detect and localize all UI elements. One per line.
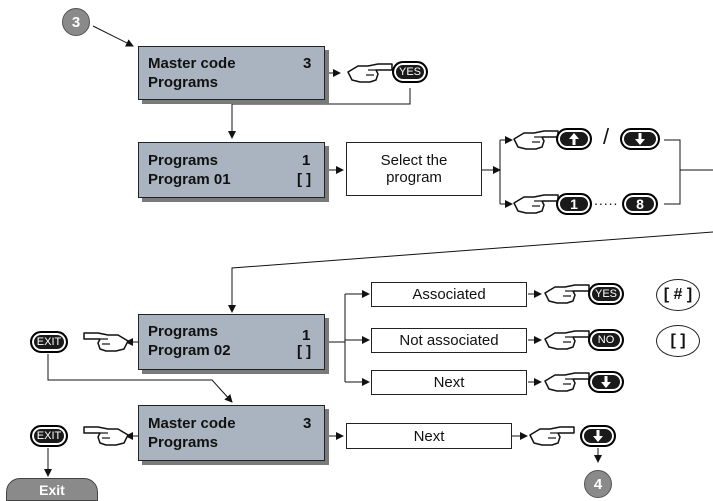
range-dots: ..... [594, 192, 619, 208]
exit-key[interactable]: EXIT [30, 331, 68, 353]
step-3-badge: 3 [62, 8, 90, 36]
lcd-association-flag: [ ] [297, 171, 312, 188]
lcd-line-1: Master code [148, 55, 236, 72]
next-option-box-2: Next [346, 423, 512, 449]
hand-icon [513, 194, 559, 214]
hand-icon [513, 130, 559, 150]
down-arrow-key[interactable] [620, 128, 660, 150]
associated-label: Associated [412, 286, 486, 303]
lcd-line-1: Programs [148, 152, 219, 169]
lcd-value: 3 [303, 415, 312, 432]
lcd-display-master-code: Master code Programs 3 [138, 46, 325, 100]
lcd-display-program-01: Programs Program 01 1 [ ] [138, 142, 325, 198]
associated-option-box: Associated [371, 282, 527, 307]
lcd-line-2: Programs [148, 74, 219, 91]
lcd-association-flag: [ ] [297, 343, 312, 360]
lcd-line-1: Master code [148, 415, 236, 432]
yes-key[interactable]: YES [588, 283, 624, 305]
lcd-display-program-02: Programs Program 02 1 [ ] [138, 314, 325, 370]
arrow-down-icon [635, 133, 645, 145]
hand-icon [544, 284, 590, 304]
digit-8-key[interactable]: 8 [622, 193, 658, 215]
lcd-line-2: Program 01 [148, 171, 231, 188]
step-4-badge: 4 [584, 470, 612, 498]
associated-indicator: [ # ] [656, 279, 700, 311]
arrow-down-icon [593, 430, 603, 442]
hand-icon [83, 332, 129, 352]
select-program-box: Select the program [346, 142, 482, 196]
down-arrow-key[interactable] [588, 371, 624, 393]
no-key[interactable]: NO [588, 329, 624, 351]
not-associated-option-box: Not associated [371, 328, 527, 353]
lcd-line-2: Programs [148, 434, 219, 451]
exit-state-label: Exit [6, 478, 98, 501]
lcd-value: 3 [303, 55, 312, 72]
lcd-line-1: Programs [148, 323, 219, 340]
hand-icon [83, 426, 129, 446]
hand-icon [544, 372, 590, 392]
lcd-line-2: Program 02 [148, 342, 231, 359]
down-arrow-key[interactable] [580, 425, 616, 447]
next-option-box: Next [371, 370, 527, 395]
up-arrow-key[interactable] [556, 128, 592, 150]
hand-icon [544, 330, 590, 350]
next-label: Next [413, 427, 445, 445]
yes-key[interactable]: YES [392, 61, 428, 83]
hand-icon [347, 63, 393, 83]
not-associated-label: Not associated [399, 332, 499, 349]
lcd-value: 1 [302, 327, 311, 344]
arrow-down-icon [601, 376, 611, 388]
arrow-up-icon [569, 133, 579, 145]
or-separator: / [603, 124, 610, 149]
next-label: Next [433, 374, 465, 391]
select-program-label: Select the program [380, 152, 448, 186]
lcd-display-master-code-return: Master code Programs 3 [138, 405, 325, 461]
not-associated-indicator: [ ] [656, 325, 700, 357]
hand-icon [529, 426, 575, 446]
digit-1-key[interactable]: 1 [556, 193, 592, 215]
lcd-value: 1 [302, 152, 311, 169]
exit-key[interactable]: EXIT [30, 425, 68, 447]
